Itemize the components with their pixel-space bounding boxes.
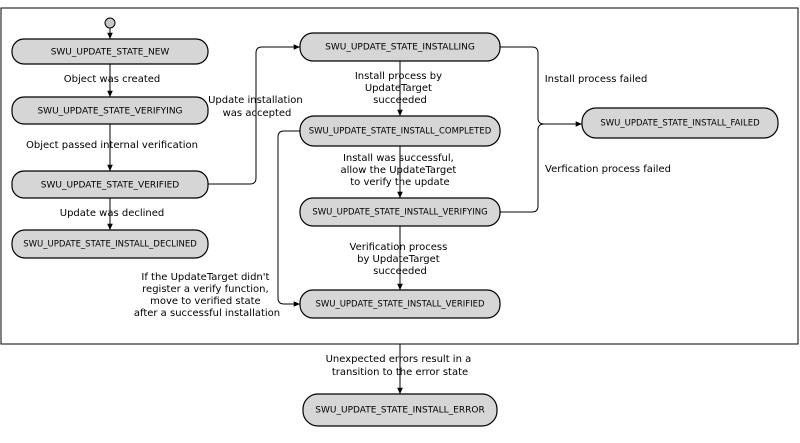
state-label: SWU_UPDATE_STATE_INSTALL_ERROR	[315, 406, 484, 416]
label-verification-succeeded: Verification process by UpdateTarget suc…	[350, 242, 451, 277]
edge-completed-to-verified	[277, 130, 300, 307]
label-install-successful: Install was successful, allow the Update…	[340, 153, 459, 188]
state-new: SWU_UPDATE_STATE_NEW	[11, 38, 209, 65]
state-install-failed: SWU_UPDATE_STATE_INSTALL_FAILED	[581, 107, 779, 139]
label-verification-failed: Verfication process failed	[545, 164, 671, 175]
initial-state-dot	[104, 17, 116, 29]
state-label: SWU_UPDATE_STATE_INSTALL_DECLINED	[23, 240, 197, 250]
label-install-failed: Install process failed	[545, 74, 648, 85]
state-label: SWU_UPDATE_STATE_INSTALL_COMPLETED	[309, 127, 492, 137]
transition-labels: Object was created Object passed interna…	[26, 71, 671, 378]
state-label: SWU_UPDATE_STATE_INSTALL_VERIFIED	[315, 300, 485, 310]
label-no-verify-function: If the UpdateTarget didn't register a ve…	[134, 272, 280, 319]
state-label: SWU_UPDATE_STATE_NEW	[51, 48, 170, 58]
label-update-accepted: Update installation was accepted	[208, 95, 306, 119]
state-label: SWU_UPDATE_STATE_INSTALL_FAILED	[600, 119, 760, 129]
label-update-declined: Update was declined	[60, 208, 164, 219]
state-label: SWU_UPDATE_STATE_INSTALL_VERIFYING	[312, 208, 487, 218]
label-object-created: Object was created	[64, 74, 161, 85]
label-install-succeeded: Install process by UpdateTarget succeede…	[355, 71, 445, 106]
label-passed-verification: Object passed internal verification	[26, 140, 198, 151]
state-install-declined: SWU_UPDATE_STATE_INSTALL_DECLINED	[11, 229, 209, 259]
state-verifying: SWU_UPDATE_STATE_VERIFYING	[11, 96, 209, 125]
state-install-verifying: SWU_UPDATE_STATE_INSTALL_VERIFYING	[299, 197, 501, 227]
state-label: SWU_UPDATE_STATE_VERIFYING	[37, 107, 182, 117]
state-install-completed: SWU_UPDATE_STATE_INSTALL_COMPLETED	[299, 115, 501, 147]
state-installing: SWU_UPDATE_STATE_INSTALLING	[299, 32, 501, 62]
state-install-error: SWU_UPDATE_STATE_INSTALL_ERROR	[302, 393, 498, 427]
state-install-verified: SWU_UPDATE_STATE_INSTALL_VERIFIED	[299, 289, 501, 319]
edge-verified-to-installing	[208, 44, 300, 185]
state-label: SWU_UPDATE_STATE_INSTALLING	[325, 43, 475, 53]
edge-installing-to-failed	[500, 46, 582, 127]
transition-edges	[107, 28, 582, 394]
label-unexpected-errors: Unexpected errors result in a transition…	[326, 354, 475, 378]
state-label: SWU_UPDATE_STATE_VERIFIED	[41, 181, 180, 191]
edge-install-verifying-to-failed	[500, 123, 545, 213]
state-verified: SWU_UPDATE_STATE_VERIFIED	[11, 170, 209, 199]
